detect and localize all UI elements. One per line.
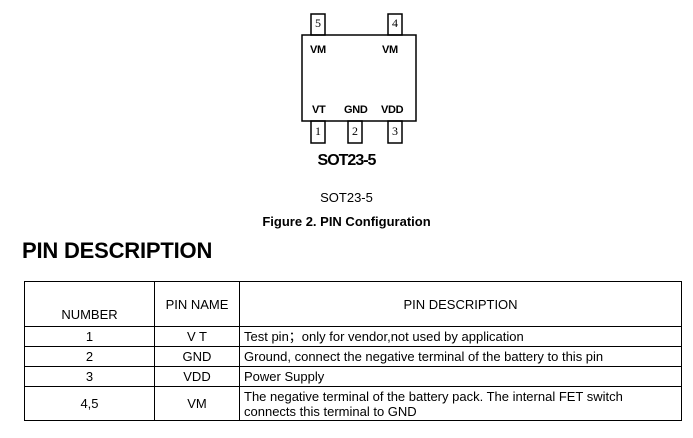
cell-description: Ground, connect the negative terminal of… [239,346,682,367]
header-pin-description: PIN DESCRIPTION [239,281,682,327]
table-row: 4,5 VM The negative terminal of the batt… [24,386,682,421]
pin-3-lead [387,120,403,144]
pin-3-label: VDD [381,104,404,116]
header-pin-name: PIN NAME [154,281,240,327]
pin-3-number: 3 [392,124,398,138]
cell-number: 4,5 [24,386,155,421]
cell-pin-name: GND [154,346,240,367]
pin-1-lead [310,120,326,144]
header-number: NUMBER [24,281,155,327]
pin-5-label: VM [310,44,326,56]
cell-number: 1 [24,326,155,347]
pin-2-lead [347,120,363,144]
cell-pin-name: V T [154,326,240,347]
package-outline [301,13,417,144]
pin-1-label: VT [312,104,326,116]
table-row: 2 GND Ground, connect the negative termi… [24,346,682,367]
cell-description: Power Supply [239,366,682,387]
pin-1-number: 1 [315,124,321,138]
table-row: 1 V T Test pin；only for vendor,not used … [24,326,682,347]
sot-label: SOT23-5 [320,190,373,205]
pin-configuration-diagram: 5 4 VM VM VT GND VDD 1 2 3 SOT23-5 [0,0,693,200]
pin-4-number: 4 [392,16,398,30]
cell-description: The negative terminal of the battery pac… [239,386,682,421]
section-title: PIN DESCRIPTION [22,238,213,263]
cell-number: 3 [24,366,155,387]
pin-5-lead [310,13,326,36]
package-caption: SOT23-5 [317,152,377,169]
pin-2-number: 2 [352,124,358,138]
pin-4-lead [387,13,403,36]
pin-description-table: NUMBER PIN NAME PIN DESCRIPTION 1 V T Te… [24,281,682,421]
cell-description: Test pin；only for vendor,not used by app… [239,326,682,347]
table-header-row: NUMBER PIN NAME PIN DESCRIPTION [24,281,682,327]
pin-5-number: 5 [315,16,321,30]
cell-number: 2 [24,346,155,367]
figure-caption: Figure 2. PIN Configuration [262,214,431,229]
cell-pin-name: VDD [154,366,240,387]
table-row: 3 VDD Power Supply [24,366,682,387]
pin-2-label: GND [344,104,368,116]
cell-pin-name: VM [154,386,240,421]
pin-4-label: VM [382,44,398,56]
